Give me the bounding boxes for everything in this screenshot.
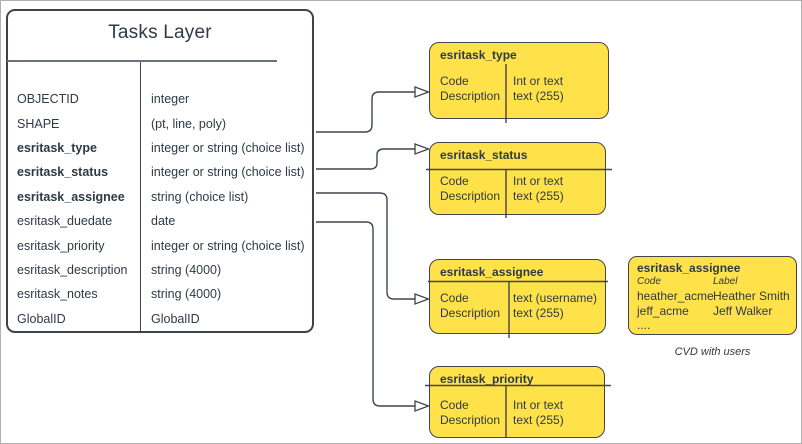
code-label: Code xyxy=(440,291,469,305)
cvd-title: esritask_assignee xyxy=(637,261,741,275)
table-row: OBJECTID integer xyxy=(8,87,312,111)
arrowhead-priority xyxy=(414,400,431,412)
field-name: esritask_duedate xyxy=(17,214,113,229)
table-row: esritask_assignee string (choice list) xyxy=(8,185,312,209)
field-name: esritask_notes xyxy=(17,287,98,302)
code-type: Int or text xyxy=(513,174,564,188)
cvd-row-code: jeff_acme xyxy=(637,304,689,318)
field-name: GlobalID xyxy=(17,311,66,326)
arrowhead-status xyxy=(414,143,431,155)
code-label: Code xyxy=(440,174,469,188)
field-name: SHAPE xyxy=(17,116,60,131)
tasks-layer-table: Tasks Layer OBJECTID integer SHAPE (pt, li… xyxy=(6,9,314,333)
table-column-divider xyxy=(140,62,141,331)
cvd-users-box: esritask_assignee Code Label heather_acm… xyxy=(628,256,797,335)
table-row: esritask_status integer or string (choice… xyxy=(8,160,312,184)
table-row: esritask_duedate date xyxy=(8,209,312,233)
cvd-row-label: Jeff Walker xyxy=(713,304,773,318)
field-name: OBJECTID xyxy=(17,92,79,107)
connector-type xyxy=(316,91,415,133)
field-name: esritask_description xyxy=(17,262,128,277)
domain-title: esritask_priority xyxy=(440,372,534,386)
description-label: Description xyxy=(440,188,501,203)
code-label: Code xyxy=(440,398,469,412)
arrowhead-type xyxy=(414,86,431,98)
code-label: Code xyxy=(440,74,469,88)
cvd-row-code: heather_acme xyxy=(637,289,714,303)
connector-priority xyxy=(316,221,415,407)
cvd-code-column-header: Code xyxy=(637,276,661,287)
table-row: esritask_type integer or string (choice l… xyxy=(8,136,312,160)
arrowhead-assignee xyxy=(414,293,431,305)
field-type: GlobalID xyxy=(151,311,200,326)
field-type: string (4000) xyxy=(151,287,222,302)
field-name: esritask_status xyxy=(17,165,109,180)
domain-title: esritask_assignee xyxy=(440,265,544,279)
connector-assignee xyxy=(316,192,415,300)
code-type: Int or text xyxy=(513,398,564,412)
domain-title: esritask_type xyxy=(440,48,517,62)
cvd-caption: CVD with users xyxy=(674,346,751,358)
field-name: esritask_priority xyxy=(17,238,105,253)
table-row: esritask_priority integer or string (choi… xyxy=(8,233,312,257)
field-name: esritask_type xyxy=(17,140,97,155)
domain-field-types: text (username)text (255) xyxy=(513,291,597,320)
field-type: integer or string (choice list) xyxy=(151,140,305,155)
field-type: integer or string (choice list) xyxy=(151,165,305,180)
table-row: SHAPE (pt, line, poly) xyxy=(8,111,312,135)
connector-status xyxy=(316,148,415,170)
tasks-layer-title: Tasks Layer xyxy=(108,22,212,43)
field-name: esritask_assignee xyxy=(17,189,125,204)
tasks-layer-rows: OBJECTID integer SHAPE (pt, line, poly) es… xyxy=(8,87,312,331)
code-type: text (username) xyxy=(513,291,598,305)
field-type: integer xyxy=(151,92,190,107)
table-row: esritask_description string (4000) xyxy=(8,258,312,282)
description-type: text (255) xyxy=(513,88,564,103)
table-row: GlobalID GlobalID xyxy=(8,307,312,331)
description-type: text (255) xyxy=(513,412,564,427)
field-type: integer or string (choice list) xyxy=(151,238,305,253)
table-row: esritask_notes string (4000) xyxy=(8,282,312,306)
cvd-row-label: Heather Smith xyxy=(713,289,790,303)
field-type: (pt, line, poly) xyxy=(151,116,227,131)
field-type: string (choice list) xyxy=(151,189,249,204)
description-type: text (255) xyxy=(513,305,564,320)
description-label: Description xyxy=(440,88,501,103)
cvd-row-code: .... xyxy=(637,318,651,332)
field-type: string (4000) xyxy=(151,262,222,277)
cvd-label-column-header: Label xyxy=(713,276,738,287)
domain-title: esritask_status xyxy=(440,148,528,162)
description-label: Description xyxy=(440,305,501,320)
description-label: Description xyxy=(440,412,501,427)
code-type: Int or text xyxy=(513,74,564,88)
field-type: date xyxy=(151,214,176,229)
description-type: text (255) xyxy=(513,188,564,203)
